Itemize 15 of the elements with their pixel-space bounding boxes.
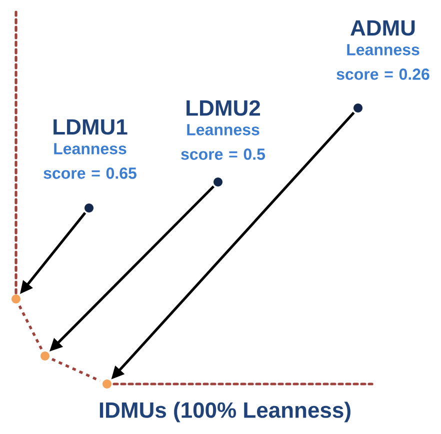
unit-name: ADMU [350, 20, 415, 36]
dot [102, 380, 112, 388]
unit-name: LDMU2 [186, 100, 260, 116]
axis-caption: IDMUs (100% Leanness) [100, 402, 350, 422]
dot [40, 352, 50, 360]
dot [12, 294, 20, 304]
score-text: Leanness score = 0.26 [336, 44, 430, 80]
dot [214, 178, 222, 186]
dot [84, 204, 94, 212]
score-text: Leanness score = 0.5 [181, 124, 266, 160]
frontier-line [51, 358, 101, 382]
frontier-line [18, 305, 43, 350]
unit-name: LDMU1 [54, 119, 128, 135]
dot [354, 104, 362, 112]
score-text: Leanness score = 0.65 [44, 143, 136, 179]
